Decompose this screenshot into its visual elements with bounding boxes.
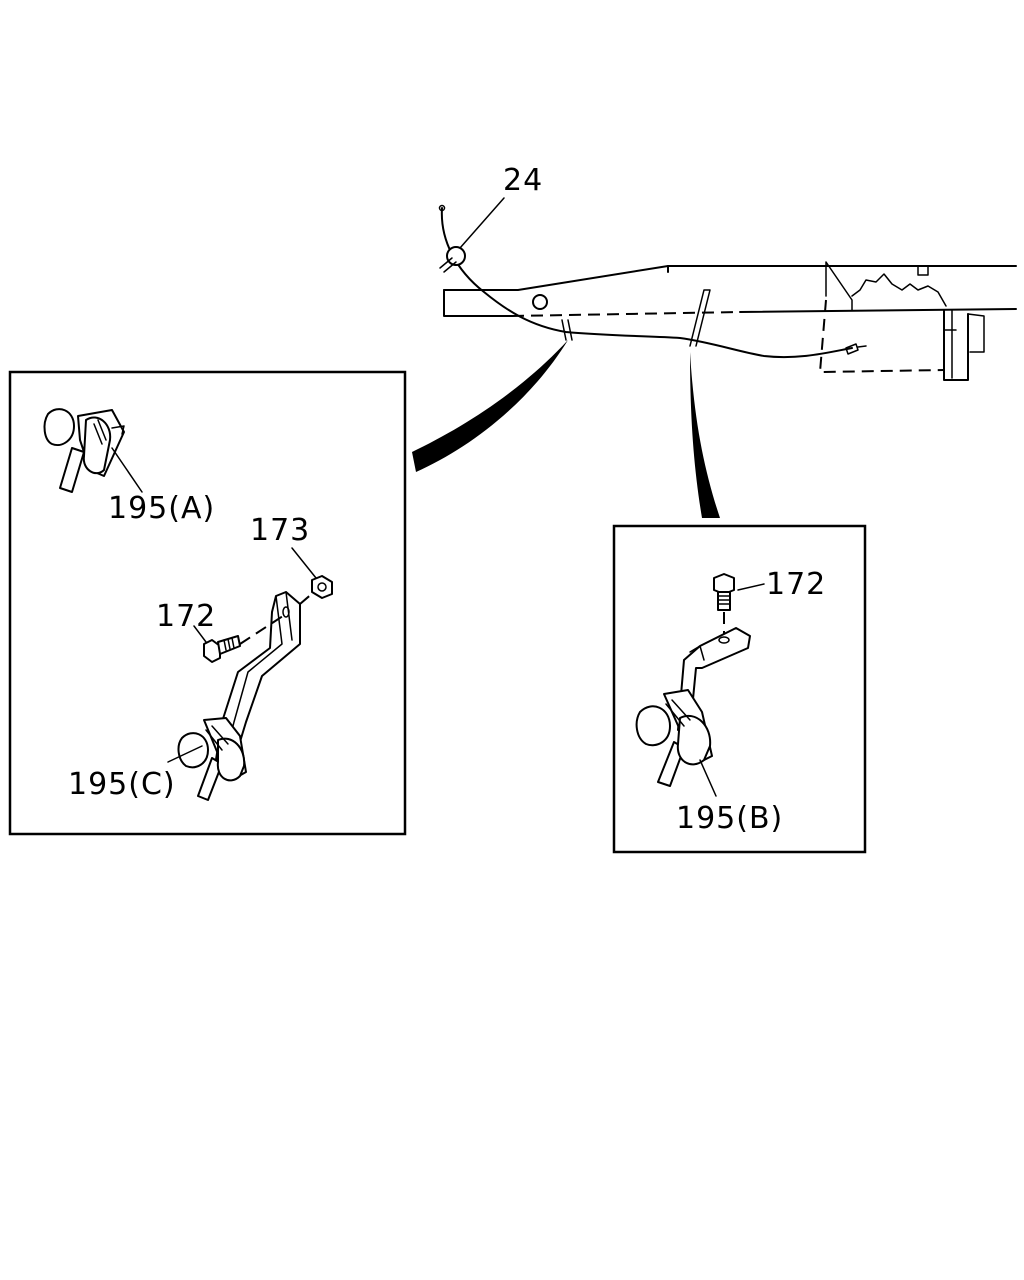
nut-173 [311,575,333,599]
leader-195b [699,759,717,797]
callout-wedge-right [690,352,720,518]
leader-195c [167,745,203,763]
bolt-172-left [203,635,241,663]
label-nut: 173 [250,513,310,548]
detail-box-left [8,370,407,836]
bolt-172-right [713,573,735,638]
leader-172-right [737,583,765,591]
label-bolt-left: 172 [156,599,216,634]
frame-rail [443,261,1017,381]
callout-wedge-left [412,340,568,472]
label-clip-c: 195(C) [68,767,176,802]
clip-195a [43,408,125,493]
leader-195a [111,447,143,493]
label-clip-b: 195(B) [676,801,783,836]
clip-195b [635,689,713,787]
label-bolt-right: 172 [766,567,826,602]
leader-173 [291,547,317,579]
leader-24 [459,197,505,249]
leader-172-left [193,625,207,643]
detail-box-right [612,524,867,854]
label-clip-a: 195(A) [108,491,215,526]
label-cable: 24 [503,163,543,198]
clip-195c [177,717,247,801]
cable [438,204,867,359]
